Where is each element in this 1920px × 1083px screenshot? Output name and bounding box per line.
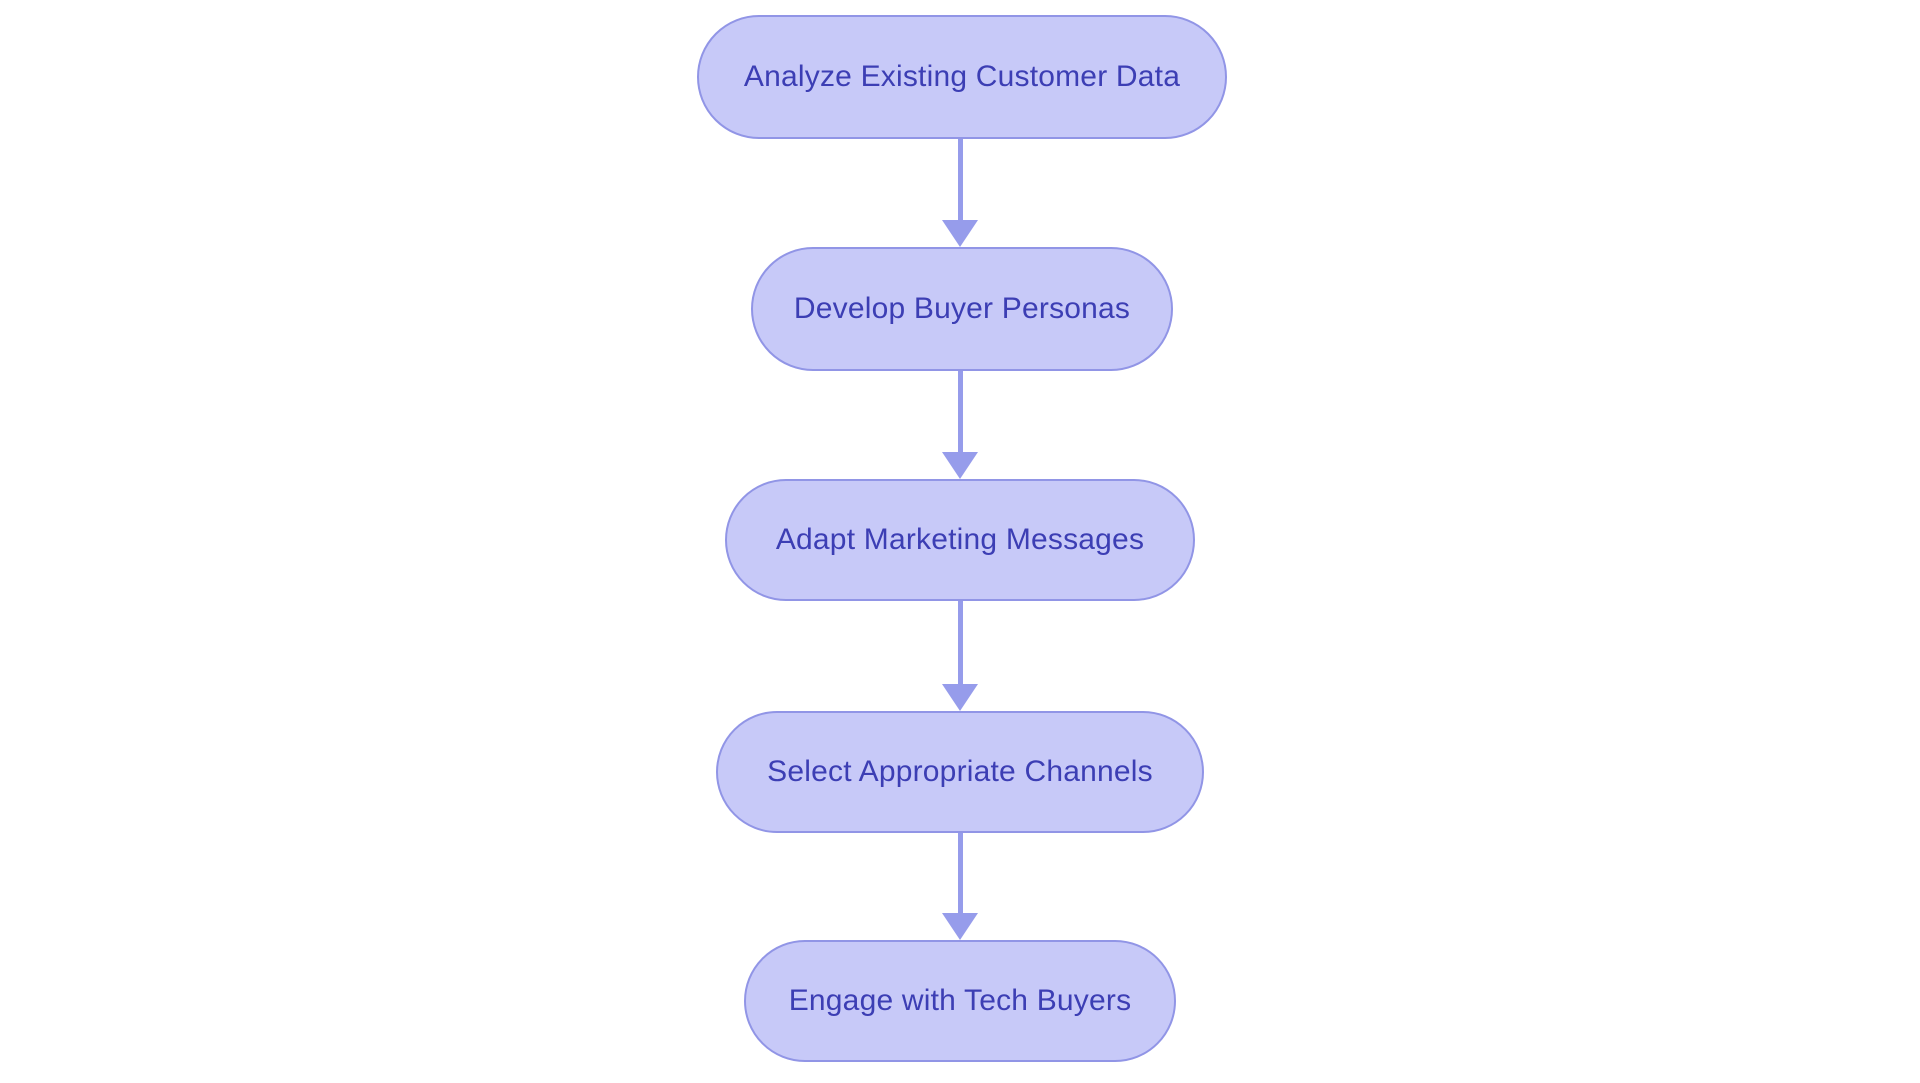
node-label: Analyze Existing Customer Data: [743, 60, 1181, 93]
flow-connector-4: [942, 833, 978, 940]
flow-connector-2: [942, 371, 978, 479]
connector-line: [957, 139, 963, 220]
flow-node-develop-buyer-personas: Develop Buyer Personas: [751, 247, 1173, 371]
connector-line: [957, 833, 963, 913]
node-label: Select Appropriate Channels: [767, 755, 1153, 788]
flow-node-adapt-marketing-messages: Adapt Marketing Messages: [725, 479, 1195, 601]
node-label: Engage with Tech Buyers: [788, 984, 1132, 1017]
flow-node-analyze-customer-data: Analyze Existing Customer Data: [697, 15, 1227, 139]
arrow-down-icon: [942, 913, 978, 940]
node-label: Develop Buyer Personas: [793, 292, 1131, 325]
connector-line: [957, 371, 963, 452]
node-label: Adapt Marketing Messages: [775, 523, 1145, 556]
arrow-down-icon: [942, 684, 978, 711]
flow-connector-1: [942, 139, 978, 247]
flow-node-engage-with-tech-buyers: Engage with Tech Buyers: [744, 940, 1176, 1062]
arrow-down-icon: [942, 452, 978, 479]
arrow-down-icon: [942, 220, 978, 247]
flow-node-select-appropriate-channels: Select Appropriate Channels: [716, 711, 1204, 833]
flow-connector-3: [942, 601, 978, 711]
connector-line: [957, 601, 963, 684]
